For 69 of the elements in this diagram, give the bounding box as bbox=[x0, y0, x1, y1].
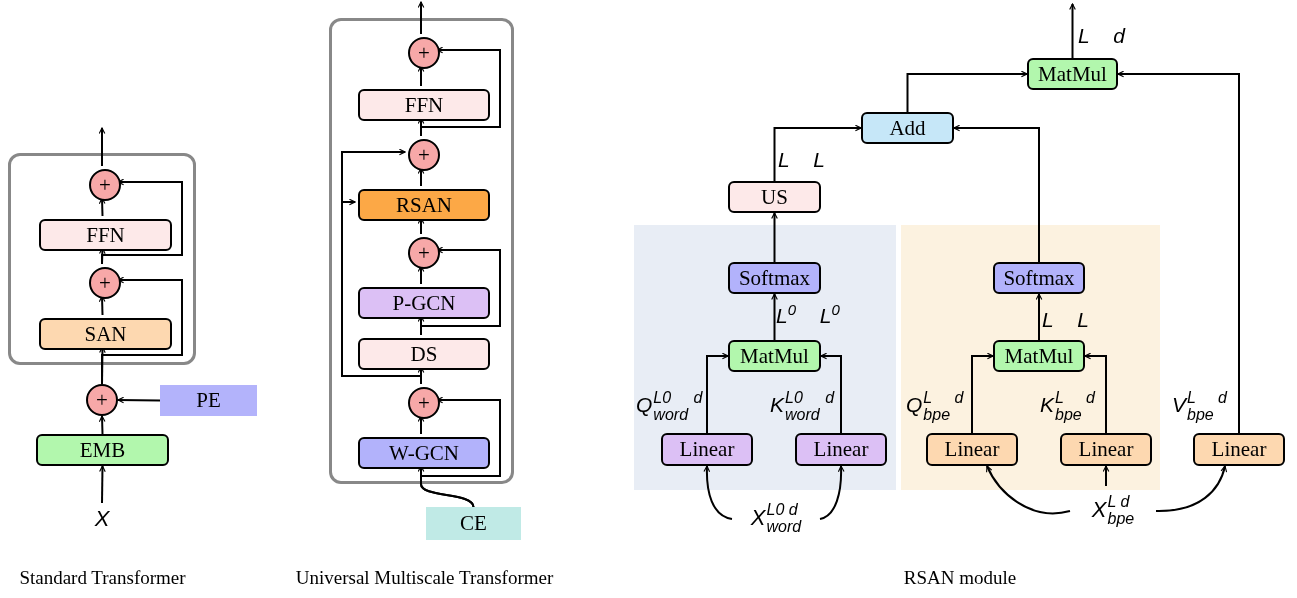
layer-box: MatMul bbox=[1027, 58, 1118, 90]
arrow bbox=[420, 46, 501, 137]
subfigure-caption: RSAN module bbox=[902, 567, 1018, 589]
layer-box: FFN bbox=[39, 219, 172, 251]
sum-circle: + bbox=[86, 384, 118, 416]
arrow bbox=[417, 1, 425, 35]
layer-box: DS bbox=[358, 338, 490, 370]
arrow bbox=[1117, 70, 1240, 434]
arrow bbox=[1155, 465, 1227, 512]
arrow bbox=[420, 246, 501, 336]
layer-box: MatMul bbox=[993, 340, 1085, 372]
math-label: L d bbox=[1078, 24, 1125, 48]
layer-box: Softmax bbox=[728, 262, 821, 294]
arrow bbox=[819, 465, 845, 520]
layer-box: Linear bbox=[795, 433, 887, 466]
layer-box: W-GCN bbox=[358, 437, 490, 469]
embedding-box: PE bbox=[160, 385, 257, 416]
sum-circle: + bbox=[408, 387, 440, 419]
arrow bbox=[99, 465, 106, 504]
arrow bbox=[98, 415, 106, 435]
arrow bbox=[117, 396, 161, 404]
arrow bbox=[1035, 293, 1043, 341]
layer-box: Linear bbox=[1060, 433, 1152, 466]
layer-box: Linear bbox=[1193, 433, 1285, 466]
math-symbol: X bbox=[86, 503, 118, 535]
arrow bbox=[101, 276, 183, 385]
sum-circle: + bbox=[408, 37, 440, 69]
math-label: L L bbox=[1042, 308, 1089, 332]
arrow bbox=[1069, 3, 1076, 59]
arrow bbox=[820, 352, 842, 434]
math-label: L L bbox=[778, 148, 825, 172]
layer-box: P-GCN bbox=[358, 287, 490, 319]
arrow bbox=[703, 465, 733, 520]
layer-box: RSAN bbox=[358, 189, 490, 221]
subfigure-caption: Standard Transformer bbox=[18, 567, 187, 589]
layer-box: Add bbox=[861, 112, 954, 144]
layer-box: Linear bbox=[926, 433, 1018, 466]
math-label: L$^{0}$ L$^{0}$ bbox=[776, 304, 840, 328]
arrow bbox=[953, 124, 1040, 263]
block-frame bbox=[329, 18, 514, 484]
sum-circle: + bbox=[408, 237, 440, 269]
arrow bbox=[101, 178, 183, 265]
panel-background bbox=[901, 225, 1160, 490]
subfigure-caption: Universal Multiscale Transformer bbox=[294, 567, 555, 589]
block-frame bbox=[8, 153, 196, 365]
arrow bbox=[773, 124, 862, 182]
arrow bbox=[906, 70, 1028, 113]
arrow bbox=[986, 465, 1071, 515]
sum-circle: + bbox=[89, 267, 121, 299]
layer-box: EMB bbox=[36, 434, 169, 466]
layer-box: Softmax bbox=[993, 262, 1085, 294]
layer-box: FFN bbox=[358, 89, 490, 121]
layer-box: US bbox=[728, 181, 821, 213]
sum-circle: + bbox=[408, 139, 440, 171]
arrow bbox=[706, 352, 729, 434]
arrow bbox=[420, 396, 501, 508]
layer-box: MatMul bbox=[728, 340, 821, 372]
arrow bbox=[771, 212, 778, 263]
panel-background bbox=[634, 225, 896, 490]
layer-box: Linear bbox=[661, 433, 753, 466]
layer-box: SAN bbox=[39, 318, 172, 350]
arrow bbox=[771, 293, 778, 341]
embedding-box: CE bbox=[426, 507, 521, 540]
arrow bbox=[1102, 465, 1110, 487]
arrow bbox=[98, 127, 106, 167]
arrow bbox=[1084, 352, 1107, 434]
sum-circle: + bbox=[89, 169, 121, 201]
arrow bbox=[341, 148, 422, 385]
arrow bbox=[971, 352, 994, 434]
